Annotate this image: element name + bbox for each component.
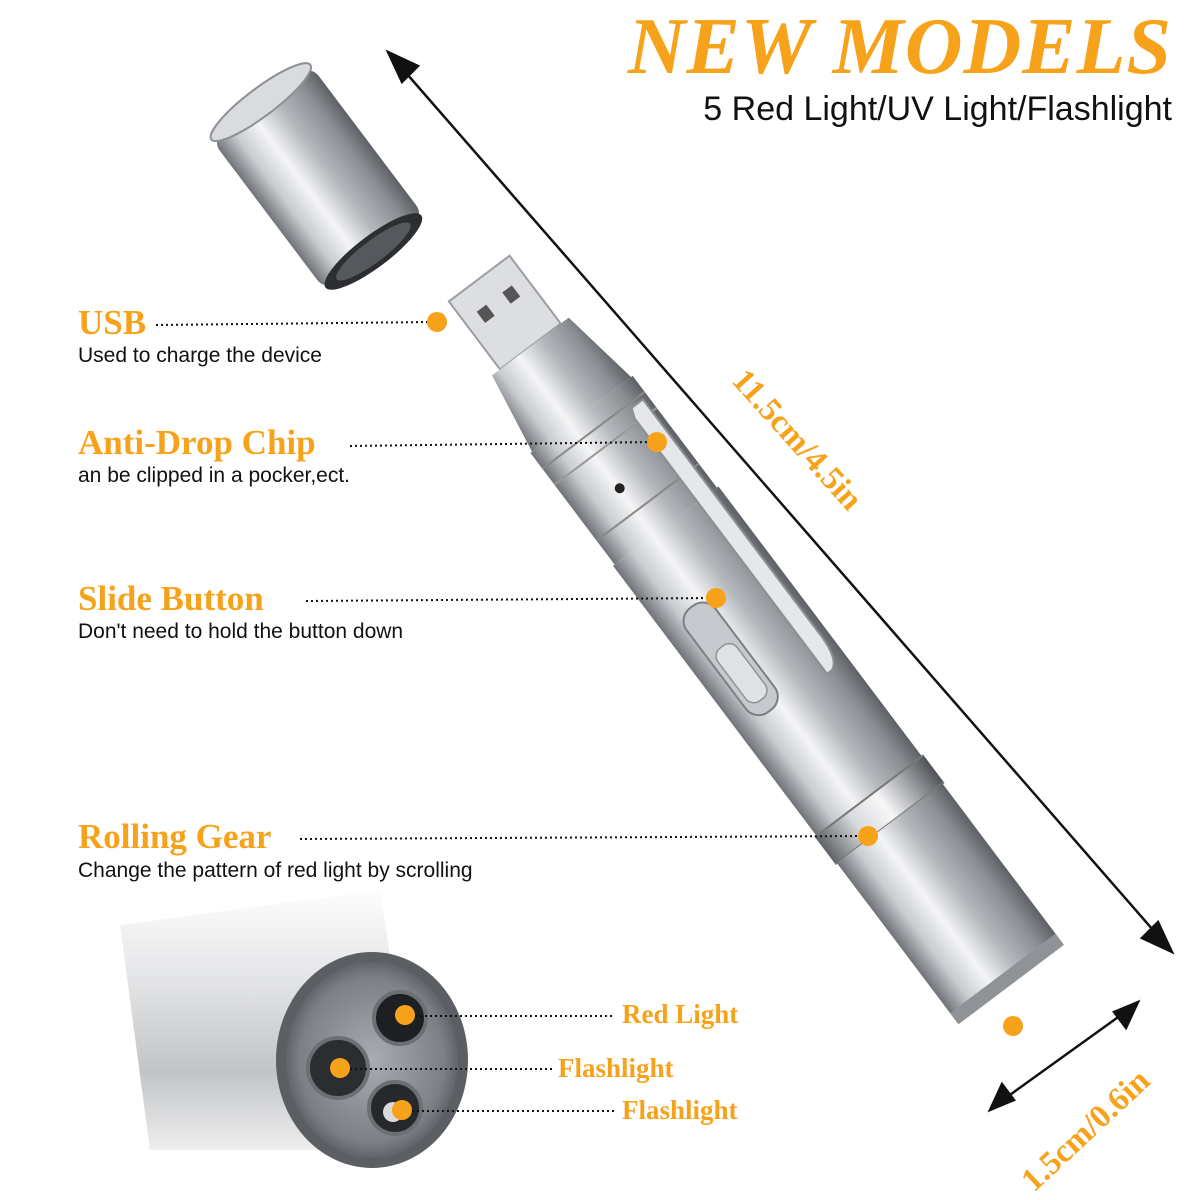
length-arrow [385,49,1175,955]
feature-label-slide-button: Slide Button [78,579,264,618]
feature-desc-usb: Used to charge the device [78,344,322,367]
markers [330,312,1023,1120]
lens-label-red-light: Red Light [622,999,739,1029]
lens-label-flashlight-2: Flashlight [622,1095,738,1125]
feature-label-rolling-gear: Rolling Gear [78,817,272,856]
pen-body [447,254,1064,1025]
feature-label-anti-drop-chip: Anti-Drop Chip [78,423,316,462]
page-title: NEW MODELS [627,3,1172,91]
feature-desc-slide-button: Don't need to hold the button down [78,620,404,643]
feature-label-usb: USB [78,303,147,342]
page-subtitle: 5 Red Light/UV Light/Flashlight [703,90,1172,128]
pen-cap [209,62,423,290]
feature-desc-anti-drop-chip: an be clipped in a pocker,ect. [78,464,351,487]
torch-closeup [0,830,468,1168]
diameter-arrow [987,999,1141,1113]
leader-lines [155,321,867,1112]
lens-label-flashlight-1: Flashlight [558,1053,674,1083]
feature-desc-rolling-gear: Change the pattern of red light by scrol… [78,859,473,882]
